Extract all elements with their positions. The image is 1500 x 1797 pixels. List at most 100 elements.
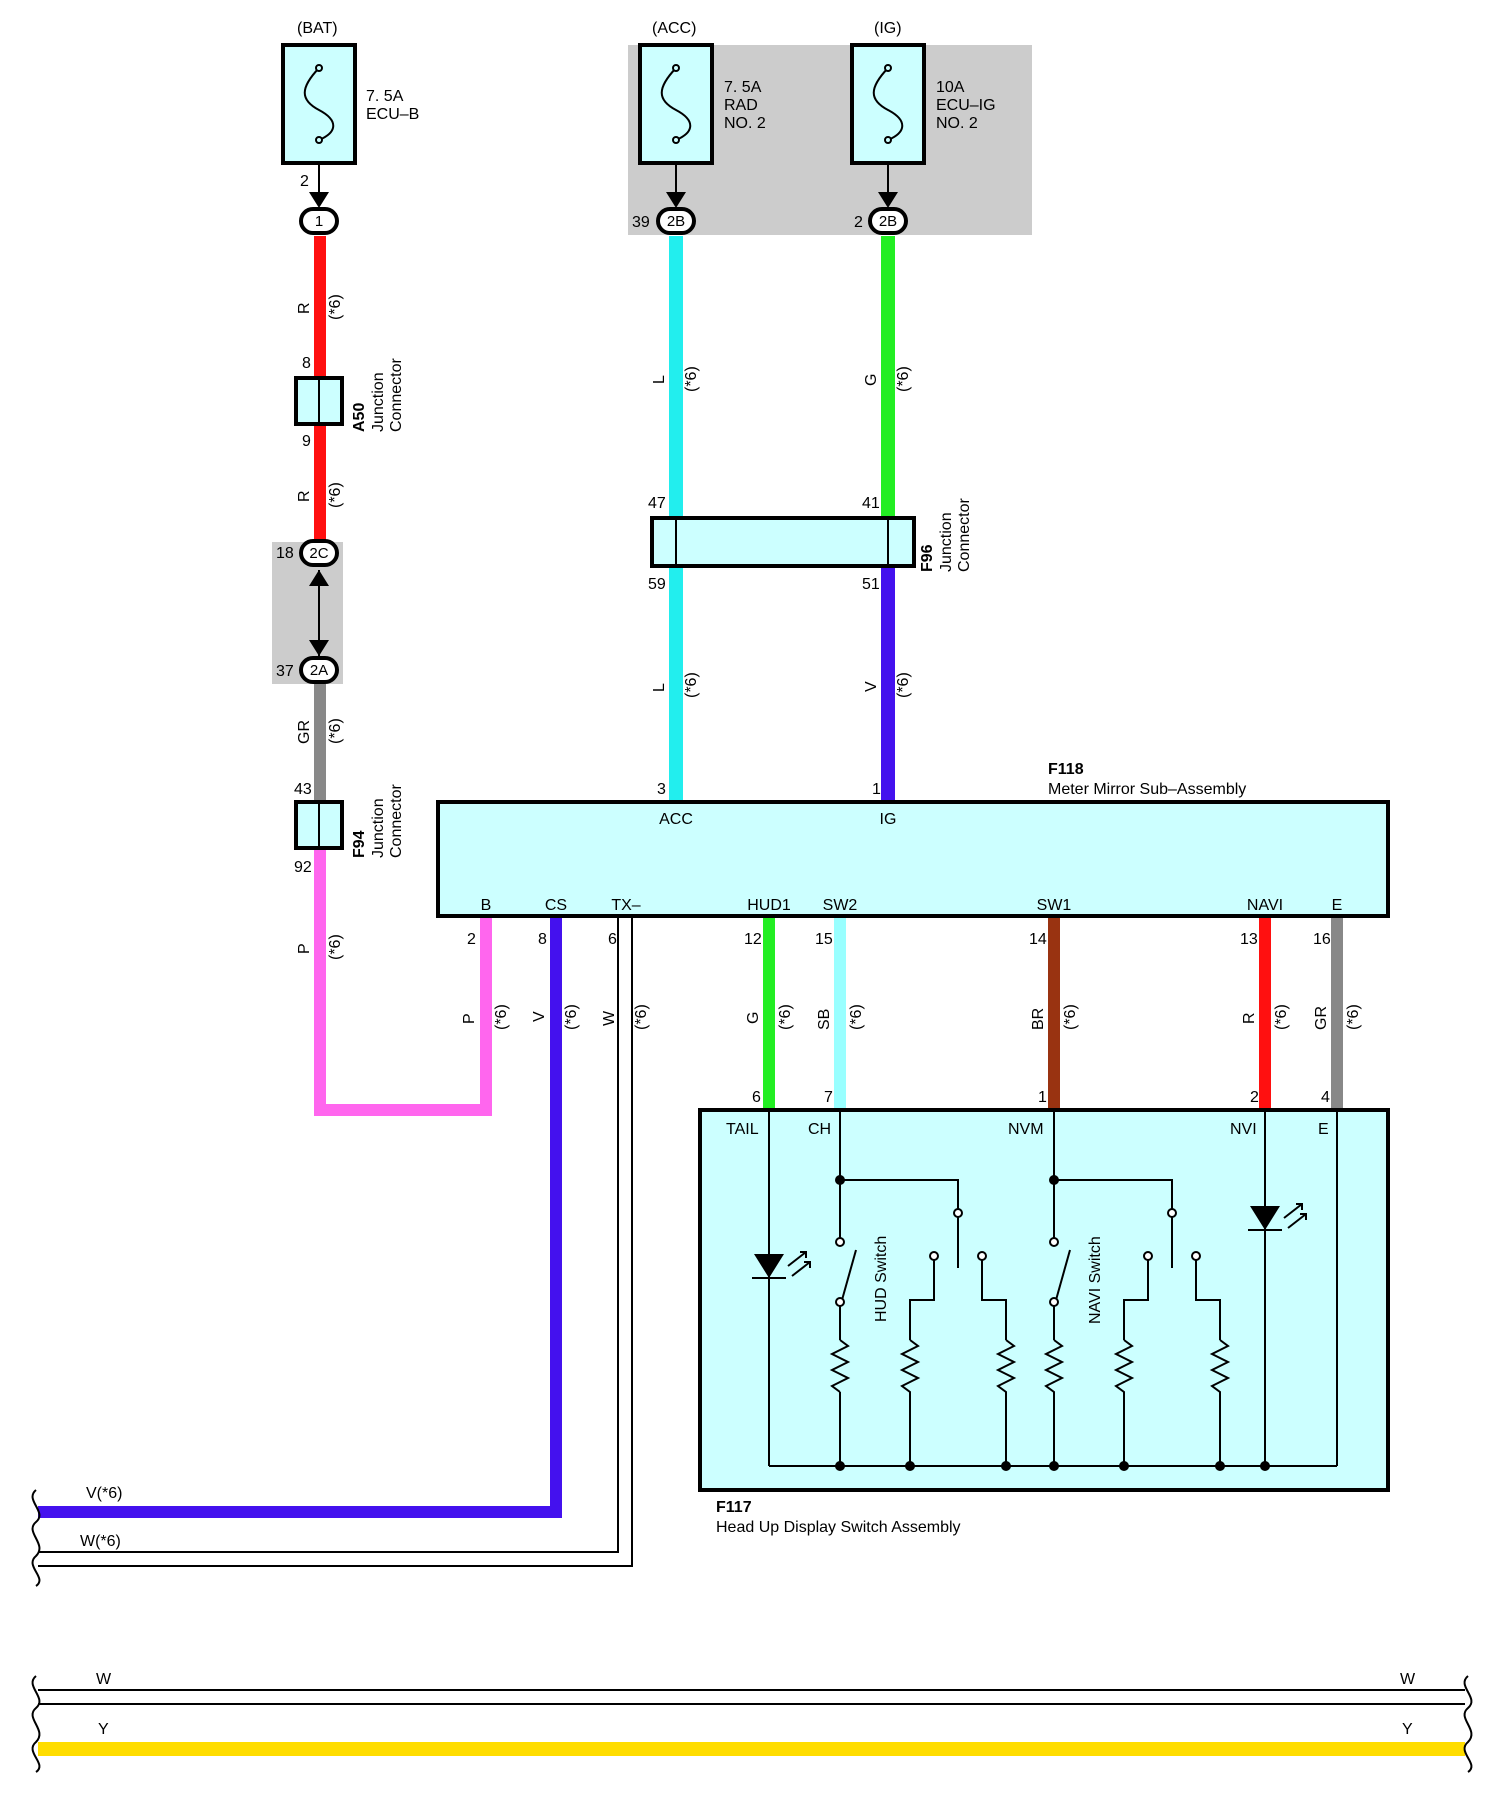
f117-term-nvi: NVI bbox=[1230, 1121, 1257, 1138]
label-e-gr: GR bbox=[1313, 1006, 1330, 1030]
svg-text:F96: F96 bbox=[919, 544, 936, 572]
wire-labels: R (*6) R (*6) GR (*6) P (*6) L (*6) G (*… bbox=[296, 294, 1362, 1030]
hud-switch-label: HUD Switch bbox=[873, 1236, 890, 1322]
wire-l-top[interactable] bbox=[669, 236, 683, 518]
connector-2c-2a[interactable]: 2C 18 2A 37 bbox=[276, 539, 339, 684]
wire-p-left[interactable] bbox=[314, 848, 326, 1112]
wire-sw2-sb[interactable] bbox=[834, 916, 846, 1110]
wire-r-mid[interactable] bbox=[314, 424, 326, 544]
f118-code: F118 bbox=[1048, 761, 1084, 778]
f118-pin-sw1: 14 bbox=[1029, 931, 1047, 948]
fuse-ig: (IG) 10A ECU–IG NO. 2 bbox=[850, 20, 996, 208]
label-tx-w: W bbox=[601, 1010, 618, 1026]
junction-a50[interactable]: 8 9 A50 Junction Connector bbox=[294, 355, 405, 450]
f117-name: Head Up Display Switch Assembly bbox=[716, 1519, 961, 1536]
f117-term-e: E bbox=[1318, 1121, 1329, 1138]
svg-text:2B: 2B bbox=[667, 213, 685, 230]
label-hud-g-note: (*6) bbox=[777, 1004, 794, 1030]
resistor-hud-b-icon bbox=[995, 1339, 1017, 1466]
label-g-top: G bbox=[863, 374, 880, 386]
f118-pin-b: 2 bbox=[467, 931, 476, 948]
connector-1[interactable]: 1 bbox=[299, 207, 339, 235]
f118-term-e: E bbox=[1332, 897, 1343, 914]
fuse-bat: (BAT) 7. 5A ECU–B 2 bbox=[281, 20, 419, 208]
f117-pin-tail: 6 bbox=[752, 1089, 761, 1106]
label-sw1-br-note: (*6) bbox=[1062, 1004, 1079, 1030]
resistor-nvm-icon bbox=[1043, 1339, 1065, 1466]
svg-text:Connector: Connector bbox=[956, 498, 973, 572]
wire-tx-w[interactable] bbox=[38, 916, 633, 1567]
wire-l-mid[interactable] bbox=[669, 566, 683, 802]
svg-text:59: 59 bbox=[648, 576, 666, 593]
label-b-p: P bbox=[461, 1013, 478, 1024]
fuse-acc-rating: 7. 5A bbox=[724, 79, 762, 96]
fuse-acc-source: (ACC) bbox=[652, 20, 696, 37]
f118-meter-mirror[interactable]: F118 Meter Mirror Sub–Assembly ACC 3 IG … bbox=[436, 761, 1390, 948]
wire-gr-left[interactable] bbox=[314, 684, 326, 802]
wire-harness-v[interactable] bbox=[38, 1506, 562, 1518]
wire-bottom-w[interactable] bbox=[38, 1689, 1465, 1705]
label-bottom-y-right: Y bbox=[1402, 1721, 1413, 1738]
svg-text:8: 8 bbox=[302, 355, 311, 372]
label-navi-r-note: (*6) bbox=[1273, 1004, 1290, 1030]
label-r1-note: (*6) bbox=[327, 294, 344, 320]
label-g-top-note: (*6) bbox=[895, 366, 912, 392]
f118-name: Meter Mirror Sub–Assembly bbox=[1048, 781, 1246, 798]
label-tx-w-note: (*6) bbox=[633, 1004, 650, 1030]
wire-g-top[interactable] bbox=[881, 236, 895, 518]
resistor-hud-a-icon bbox=[899, 1339, 921, 1466]
svg-text:1: 1 bbox=[315, 213, 323, 230]
f118-pin-sw2: 15 bbox=[815, 931, 833, 948]
svg-text:A50: A50 bbox=[351, 403, 368, 432]
f117-hud-switch-assembly[interactable]: F117 Head Up Display Switch Assembly 6 7… bbox=[698, 1089, 1390, 1536]
label-sw1-br: BR bbox=[1030, 1008, 1047, 1030]
f118-pin-navi: 13 bbox=[1240, 931, 1258, 948]
label-l-mid: L bbox=[651, 683, 668, 692]
wire-cs-v[interactable] bbox=[550, 916, 562, 1516]
fuse-ig-rating: 10A bbox=[936, 79, 965, 96]
f117-term-nvm: NVM bbox=[1008, 1121, 1044, 1138]
svg-text:92: 92 bbox=[294, 859, 312, 876]
svg-text:37: 37 bbox=[276, 663, 294, 680]
wire-r-top[interactable] bbox=[314, 236, 326, 378]
svg-text:Connector: Connector bbox=[388, 358, 405, 432]
label-v-mid: V bbox=[863, 681, 880, 692]
junction-f96[interactable]: 47 41 59 51 F96 Junction Connector bbox=[648, 495, 973, 593]
f117-pin-ch: 7 bbox=[824, 1089, 833, 1106]
led-tail-icon bbox=[754, 1254, 784, 1278]
junction-f94[interactable]: 43 92 F94 Junction Connector bbox=[294, 781, 405, 876]
resistor-ch-icon bbox=[829, 1339, 851, 1393]
harness-breaks: V(*6) W(*6) W W Y Y bbox=[31, 1485, 1473, 1773]
wire-p-bottom[interactable] bbox=[314, 1104, 490, 1116]
svg-text:43: 43 bbox=[294, 781, 312, 798]
f117-term-ch: CH bbox=[808, 1121, 831, 1138]
svg-text:Junction: Junction bbox=[938, 512, 955, 572]
wire-sw1-br[interactable] bbox=[1048, 916, 1060, 1110]
connector-2b-ig[interactable]: 2B 2 bbox=[854, 207, 908, 235]
label-navi-r: R bbox=[1241, 1012, 1258, 1024]
f118-pin-ig: 1 bbox=[872, 781, 881, 798]
fuse-ig-name2: NO. 2 bbox=[936, 115, 978, 132]
wire-p-up[interactable] bbox=[480, 916, 492, 1116]
wire-hud1-g[interactable] bbox=[763, 916, 775, 1110]
wire-e-gr[interactable] bbox=[1331, 916, 1343, 1110]
wire-navi-r[interactable] bbox=[1259, 916, 1271, 1110]
fuse-bat-rating: 7. 5A bbox=[366, 88, 404, 105]
label-bottom-y-left: Y bbox=[98, 1721, 109, 1738]
label-r1: R bbox=[296, 302, 313, 314]
f118-term-sw2: SW2 bbox=[823, 897, 858, 914]
svg-text:2: 2 bbox=[854, 214, 863, 231]
led-nvi-icon bbox=[1250, 1206, 1280, 1230]
svg-text:Junction: Junction bbox=[370, 372, 387, 432]
wire-bottom-y[interactable] bbox=[38, 1742, 1465, 1756]
label-sw2-sb: SB bbox=[816, 1009, 833, 1030]
label-harness-w: W(*6) bbox=[80, 1533, 121, 1550]
label-bottom-w-right: W bbox=[1400, 1671, 1416, 1688]
label-p-left: P bbox=[296, 943, 313, 954]
label-cs-v-note: (*6) bbox=[563, 1004, 580, 1030]
fuse-ig-name1: ECU–IG bbox=[936, 97, 996, 114]
resistor-navi-a-icon bbox=[1113, 1339, 1135, 1466]
wire-v-mid[interactable] bbox=[881, 566, 895, 802]
connector-2b-acc[interactable]: 2B 39 bbox=[632, 207, 696, 235]
